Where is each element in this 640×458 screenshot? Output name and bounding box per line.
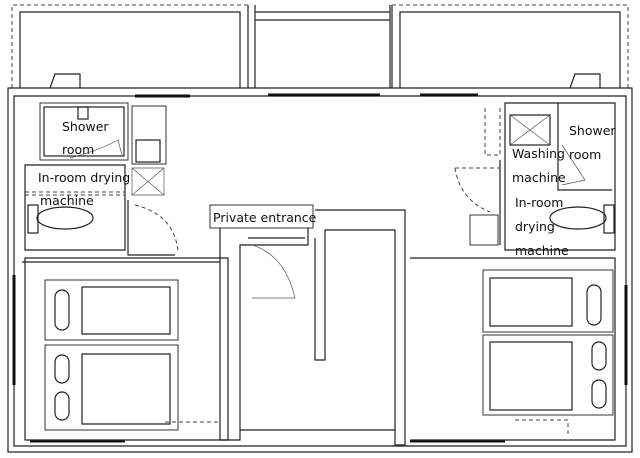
label-right-washing: Washing — [512, 146, 565, 161]
corridor — [209, 204, 406, 446]
balconies — [11, 4, 629, 89]
label-left-drying: In-room drying — [38, 170, 130, 185]
label-left-drying-machine: machine — [40, 193, 94, 208]
right-unit — [410, 102, 616, 441]
label-left-shower: Shower — [62, 119, 109, 134]
label-private-entrance: Private entrance — [213, 210, 317, 225]
outer-walls — [7, 87, 633, 453]
label-left-shower-room: room — [62, 142, 94, 157]
label-right-drying-machine: machine — [515, 243, 569, 258]
label-right-drying-2: drying — [515, 219, 555, 234]
label-right-shower: Shower — [569, 123, 616, 138]
left-unit — [22, 102, 229, 441]
label-right-shower-room: room — [569, 147, 601, 162]
label-right-washing-machine: machine — [512, 170, 566, 185]
label-right-drying: In-room — [515, 195, 563, 210]
